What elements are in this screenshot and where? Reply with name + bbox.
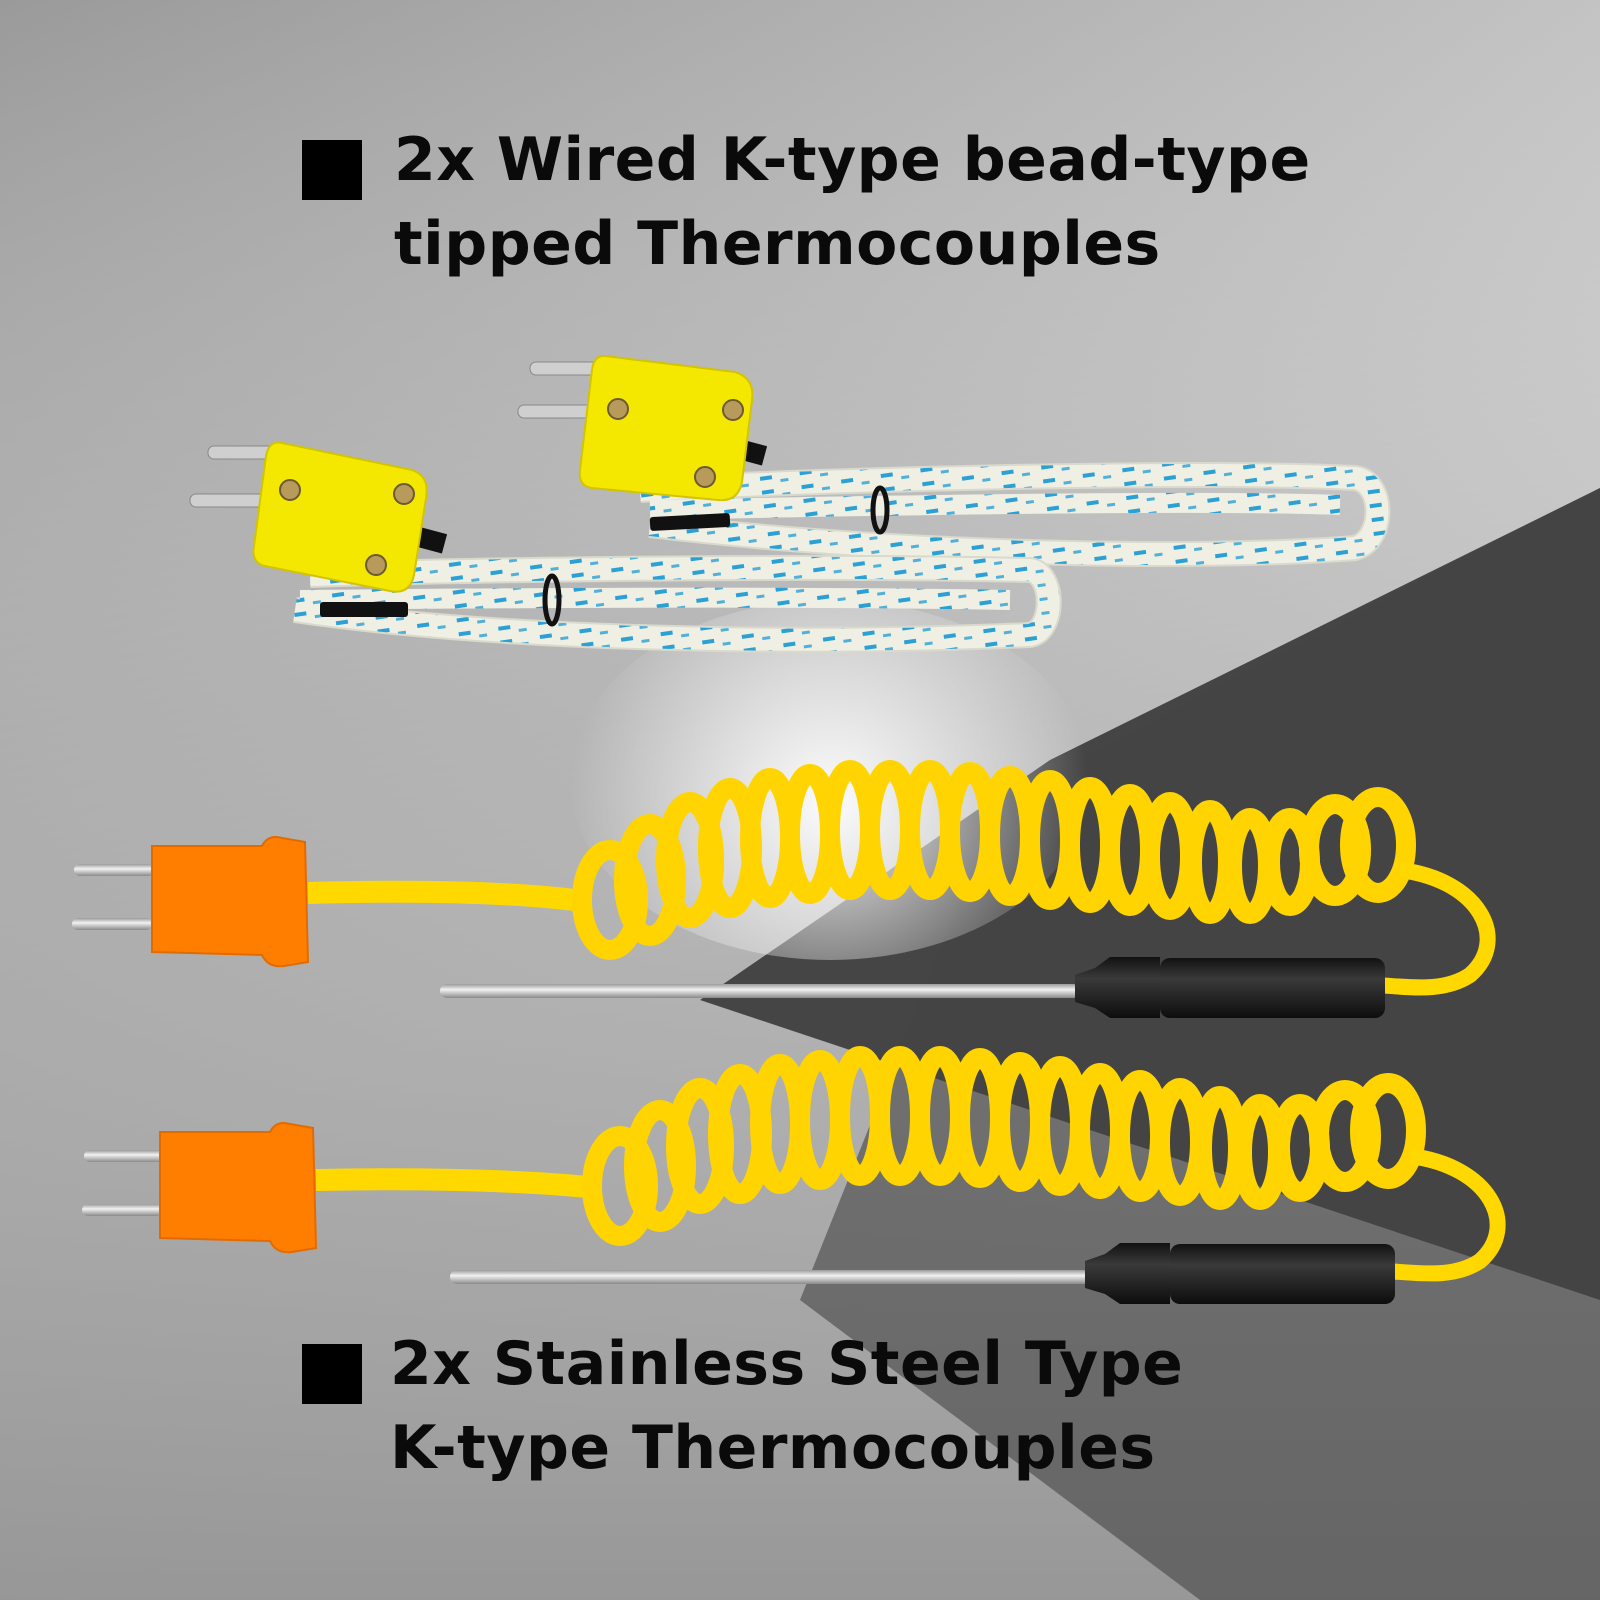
bead-thermocouple-1	[189, 441, 1062, 653]
probe-thermocouple-2	[82, 1046, 1506, 1304]
square-bullet-icon	[302, 140, 362, 200]
probe-thermocouple-1	[72, 760, 1496, 1018]
caption-text: 2x Wired K-type bead-type tipped Thermoc…	[394, 125, 1311, 279]
caption-text: 2x Stainless Steel Type K-type Thermocou…	[390, 1329, 1184, 1483]
caption-bead-thermocouples: 2x Wired K-type bead-type tipped Thermoc…	[302, 118, 1311, 286]
bead-thermocouple-2	[517, 354, 1391, 568]
square-bullet-icon	[302, 1344, 362, 1404]
caption-stainless-thermocouples: 2x Stainless Steel Type K-type Thermocou…	[302, 1322, 1183, 1490]
